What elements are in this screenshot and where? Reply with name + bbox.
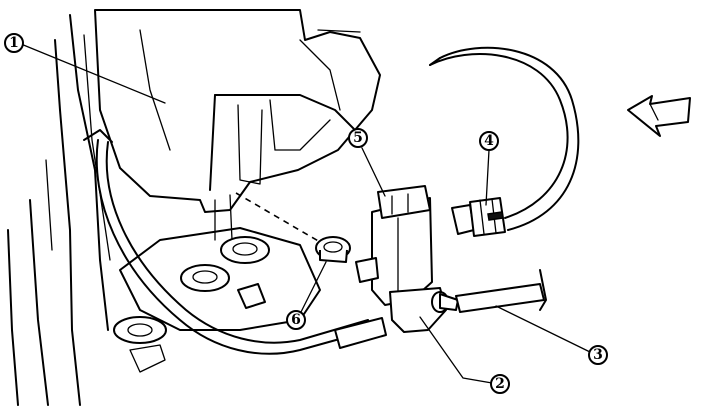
- callout-2-label: 2: [495, 376, 505, 392]
- callout-6-label: 6: [291, 312, 301, 328]
- callout-4: 4: [479, 131, 499, 151]
- wiring-harness: [429, 46, 580, 231]
- washer-reservoir-tank: [94, 9, 381, 241]
- hose-part-2: [334, 317, 387, 349]
- callout-4-label: 4: [484, 133, 494, 149]
- leader-lines: [20, 43, 591, 384]
- callout-5-label: 5: [353, 130, 363, 146]
- hose-part-3: [455, 269, 547, 313]
- callout-1: 1: [4, 33, 24, 53]
- callout-5: 5: [348, 128, 368, 148]
- alignment-dashed-line: [235, 192, 321, 243]
- washer-hose-left: [83, 129, 373, 355]
- washer-pump-motor: [355, 185, 459, 333]
- body-panel-lines: [7, 14, 111, 406]
- front-direction-arrow-icon: [627, 95, 691, 137]
- callout-3-label: 3: [593, 347, 603, 363]
- pump-grommet: [315, 236, 351, 263]
- pump-connector: [451, 197, 506, 237]
- callout-1-label: 1: [9, 35, 19, 51]
- callout-2: 2: [490, 374, 510, 394]
- callout-6: 6: [286, 310, 306, 330]
- tank-mounting-bracket: [113, 227, 321, 373]
- callout-3: 3: [588, 345, 608, 365]
